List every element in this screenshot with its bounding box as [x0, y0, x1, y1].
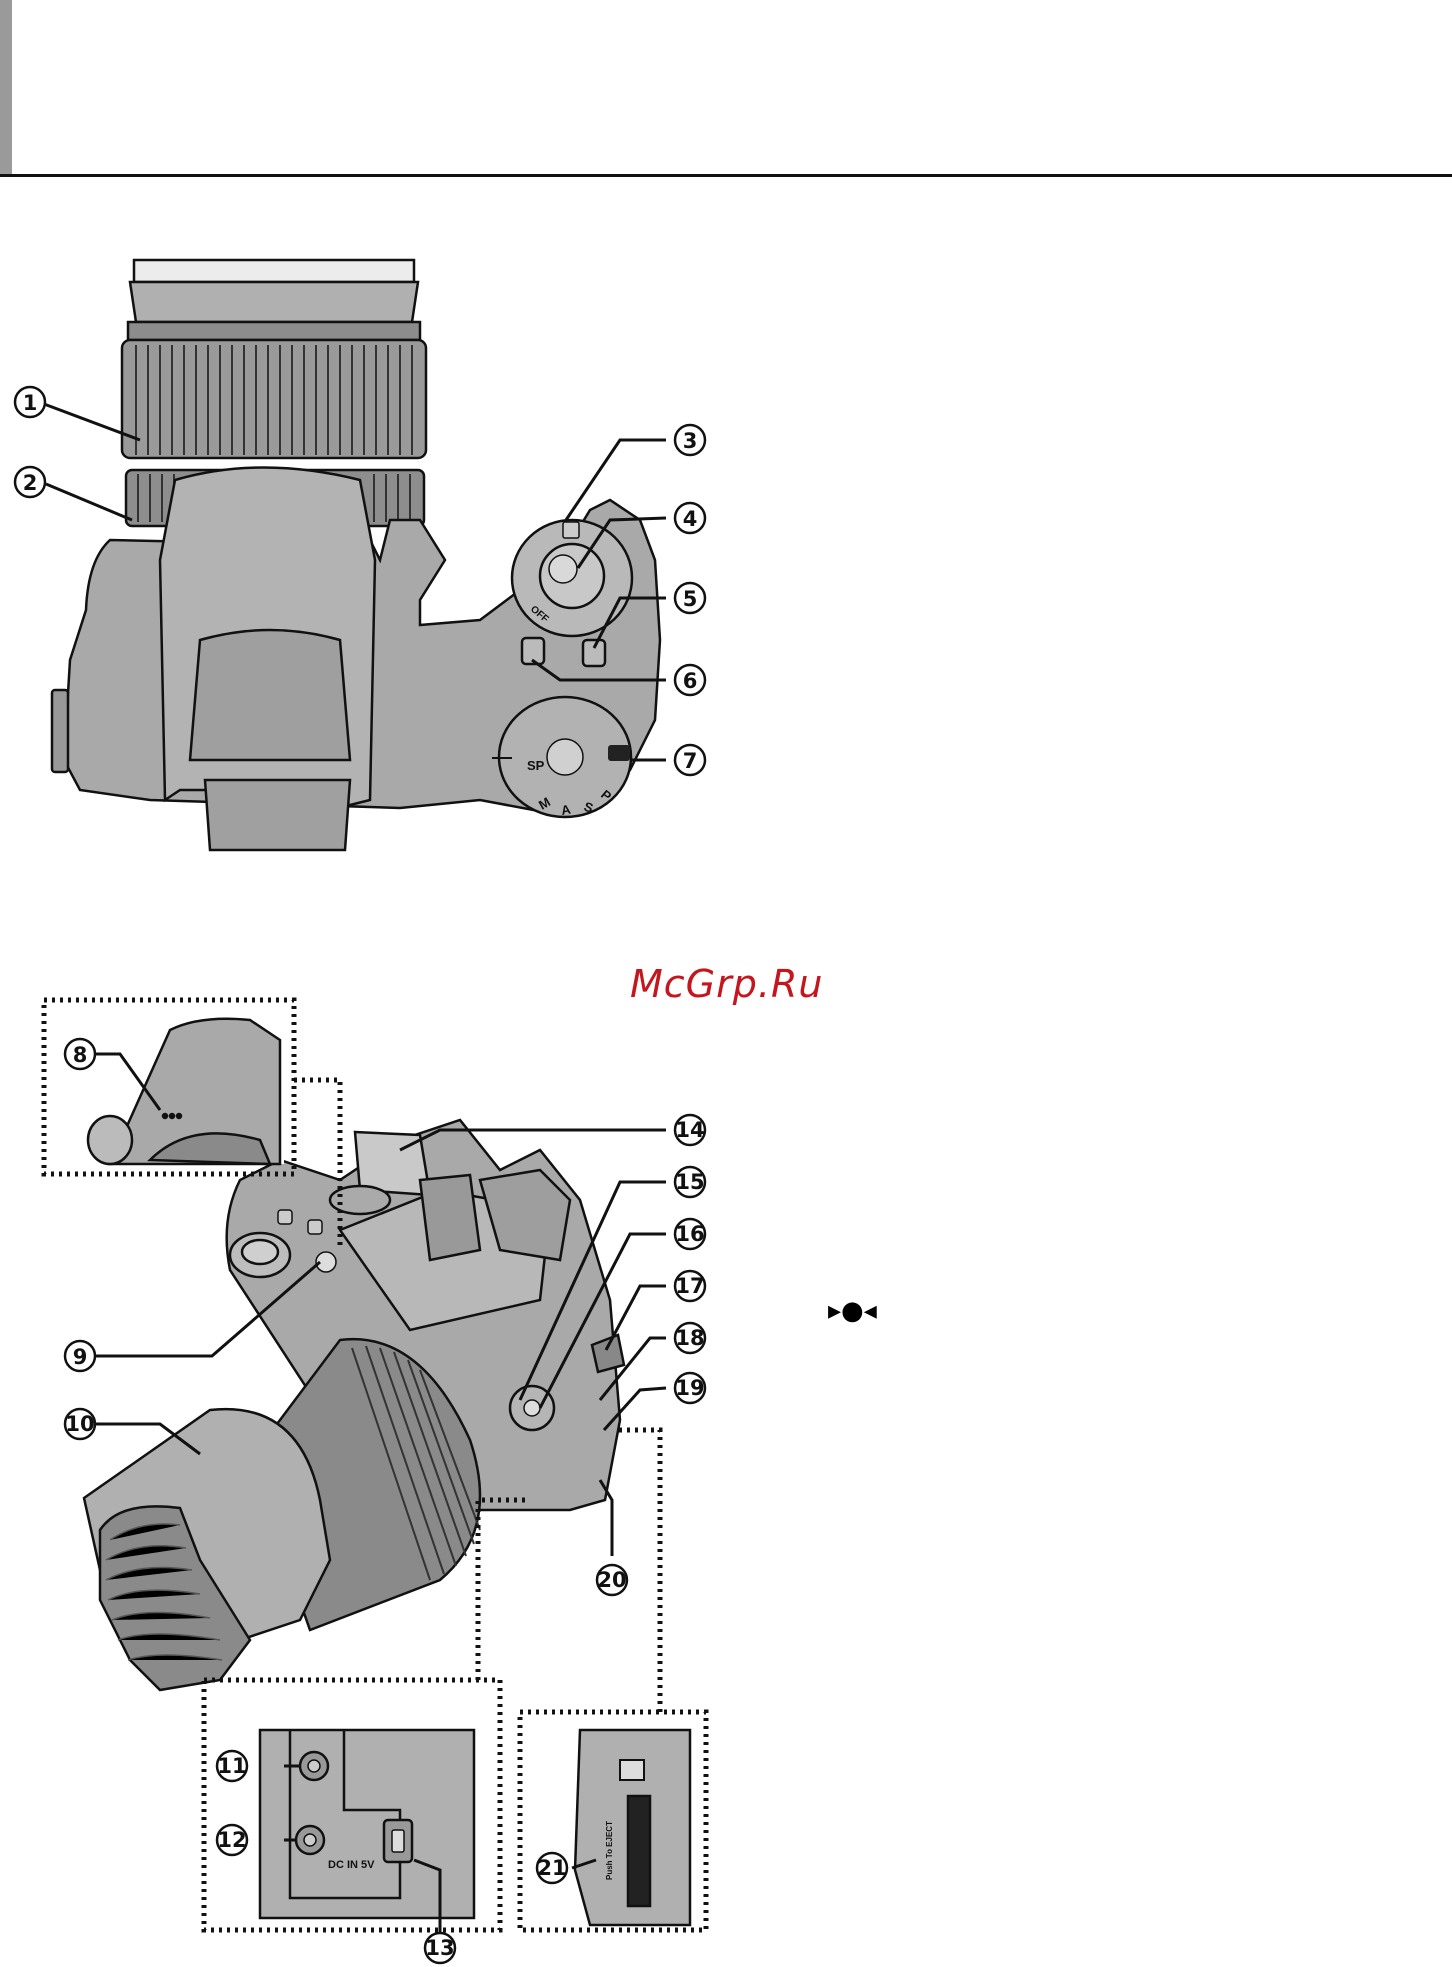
svg-text:15: 15 [675, 1170, 704, 1194]
svg-text:19: 19 [675, 1376, 704, 1400]
callout-14: 14 [675, 1115, 705, 1145]
exposure-compensation-button [583, 640, 605, 666]
svg-text:12: 12 [217, 1828, 246, 1852]
svg-text:20: 20 [597, 1568, 626, 1592]
svg-text:11: 11 [217, 1754, 246, 1778]
callout-13: 13 [425, 1933, 455, 1963]
svg-text:9: 9 [73, 1345, 88, 1369]
callout-3: 3 [675, 425, 705, 455]
callout-7: 7 [675, 745, 705, 775]
svg-text:2: 2 [23, 471, 38, 495]
svg-text:5: 5 [683, 587, 698, 611]
svg-text:14: 14 [675, 1118, 704, 1142]
memory-card-slot [628, 1796, 650, 1906]
svg-text:4: 4 [683, 507, 698, 531]
focus-indicator-icon: ▸●◂ [828, 1296, 877, 1326]
callout-16: 16 [675, 1219, 705, 1249]
callout-21: 21 [537, 1853, 567, 1883]
command-dial [330, 1186, 390, 1214]
callout-5: 5 [675, 583, 705, 613]
card-slot-label: Push To EJECT [605, 1821, 614, 1880]
svg-text:6: 6 [683, 669, 698, 693]
callout-11: 11 [217, 1751, 247, 1781]
svg-text:7: 7 [683, 749, 698, 773]
watermark: McGrp.Ru [630, 962, 823, 1006]
callout-6: 6 [675, 665, 705, 695]
callout-10: 10 [65, 1409, 95, 1439]
callout-8: 8 [65, 1039, 95, 1069]
inset-microphone-art [54, 1010, 284, 1164]
svg-text:16: 16 [675, 1222, 704, 1246]
zoom-ring [122, 340, 426, 458]
svg-text:13: 13 [425, 1936, 454, 1960]
dc-in-label: DC IN 5V [328, 1859, 375, 1871]
svg-text:1: 1 [23, 391, 38, 415]
callout-4: 4 [675, 503, 705, 533]
callout-18: 18 [675, 1323, 705, 1353]
callout-1: 1 [15, 387, 45, 417]
svg-text:8: 8 [73, 1043, 88, 1067]
callout-12: 12 [217, 1825, 247, 1855]
camera-top-view [52, 260, 660, 850]
callout-17: 17 [675, 1271, 705, 1301]
svg-text:17: 17 [675, 1274, 704, 1298]
callout-19: 19 [675, 1373, 705, 1403]
svg-text:21: 21 [537, 1856, 566, 1880]
inset-ports-art [260, 1730, 474, 1918]
callout-2: 2 [15, 467, 45, 497]
inset-card-art [575, 1730, 690, 1925]
callout-20: 20 [597, 1565, 627, 1595]
svg-text:3: 3 [683, 429, 698, 453]
svg-text:10: 10 [65, 1412, 94, 1436]
callout-9: 9 [65, 1341, 95, 1371]
svg-text:18: 18 [675, 1326, 704, 1350]
callout-15: 15 [675, 1167, 705, 1197]
mode-label-sp: SP [527, 758, 545, 773]
